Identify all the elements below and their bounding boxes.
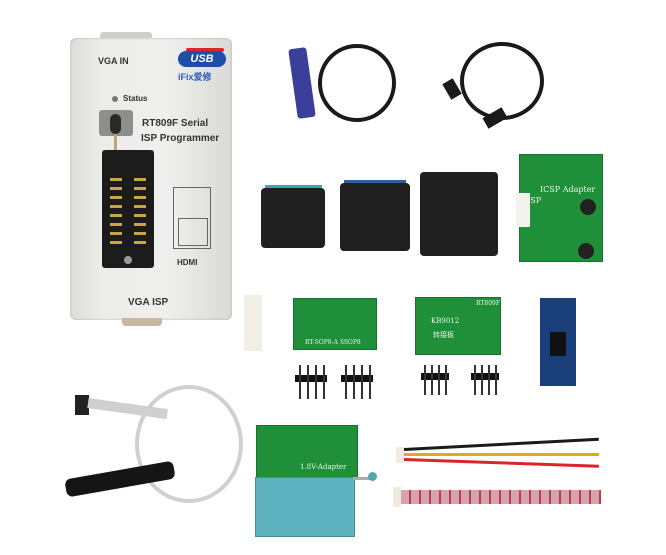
sop8-adapter-board bbox=[293, 298, 377, 350]
zif-lever-arm bbox=[114, 134, 117, 152]
kb9012-board-model: RT809F bbox=[476, 300, 501, 307]
kb9012-adapter-board bbox=[415, 297, 501, 355]
model-line2: ISP Programmer bbox=[141, 133, 220, 144]
usb-logo-swoosh bbox=[186, 48, 224, 52]
hdmi-port-diagram bbox=[173, 187, 211, 249]
status-led bbox=[112, 96, 118, 102]
sop8-board-label: RT-SOP8-A SSOP8 bbox=[305, 339, 361, 346]
kb9012-board-cn: 转接板 bbox=[433, 331, 454, 339]
vga-isp-port bbox=[122, 318, 162, 326]
pin-header bbox=[550, 332, 566, 356]
black-wire bbox=[403, 437, 599, 451]
vga-in-label: VGA IN bbox=[98, 56, 129, 66]
status-label: Status bbox=[123, 94, 148, 103]
idc-connector bbox=[75, 395, 89, 415]
zif-socket-teal bbox=[255, 477, 355, 537]
usb-b-connector bbox=[442, 78, 462, 100]
ribbon-loop bbox=[135, 385, 243, 503]
v18-adapter-label: 1.8V-Adapter bbox=[300, 463, 347, 471]
vga-in-port bbox=[100, 32, 152, 42]
usb-logo: USB bbox=[178, 51, 226, 67]
model-line1: RT809F Serial bbox=[142, 118, 209, 129]
socket-base-teal bbox=[265, 185, 322, 189]
vga-connector bbox=[288, 47, 316, 119]
harness-connector bbox=[396, 447, 404, 463]
ribbon-harness bbox=[401, 490, 601, 504]
sop8-socket-wide bbox=[340, 183, 410, 251]
yellow-wire bbox=[404, 453, 599, 456]
pin-header-1 bbox=[295, 365, 327, 399]
brand-logo: iFix爱修 bbox=[178, 72, 212, 82]
red-wire bbox=[403, 458, 599, 468]
blue-adapter-board bbox=[540, 298, 576, 386]
zif-lever-knob bbox=[368, 472, 377, 481]
vga-isp-label: VGA ISP bbox=[128, 297, 169, 308]
zif-lever-knob bbox=[110, 114, 121, 134]
capacitor bbox=[580, 199, 596, 215]
pin-header-3 bbox=[421, 365, 449, 395]
sop8-socket-narrow bbox=[261, 188, 325, 248]
ribbon-harness-connector bbox=[393, 487, 401, 507]
icsp-side-label: ICSP bbox=[521, 196, 542, 205]
icsp-connector bbox=[516, 193, 530, 227]
icsp-adapter-label: ICSP Adapter bbox=[540, 185, 596, 194]
pin-header-2 bbox=[341, 365, 373, 399]
socket-base-blue bbox=[344, 180, 406, 184]
pin-header-4 bbox=[471, 365, 499, 395]
icsp-adapter-board bbox=[516, 154, 603, 262]
kb9012-board-chip: KB9012 bbox=[431, 317, 460, 325]
zif-socket bbox=[102, 150, 154, 268]
capacitor bbox=[578, 243, 594, 259]
vga-cable bbox=[318, 44, 396, 122]
zif-lever bbox=[353, 477, 373, 480]
hdmi-label: HDMI bbox=[177, 258, 198, 267]
white-connector bbox=[244, 295, 262, 351]
sop16-socket bbox=[420, 172, 498, 256]
